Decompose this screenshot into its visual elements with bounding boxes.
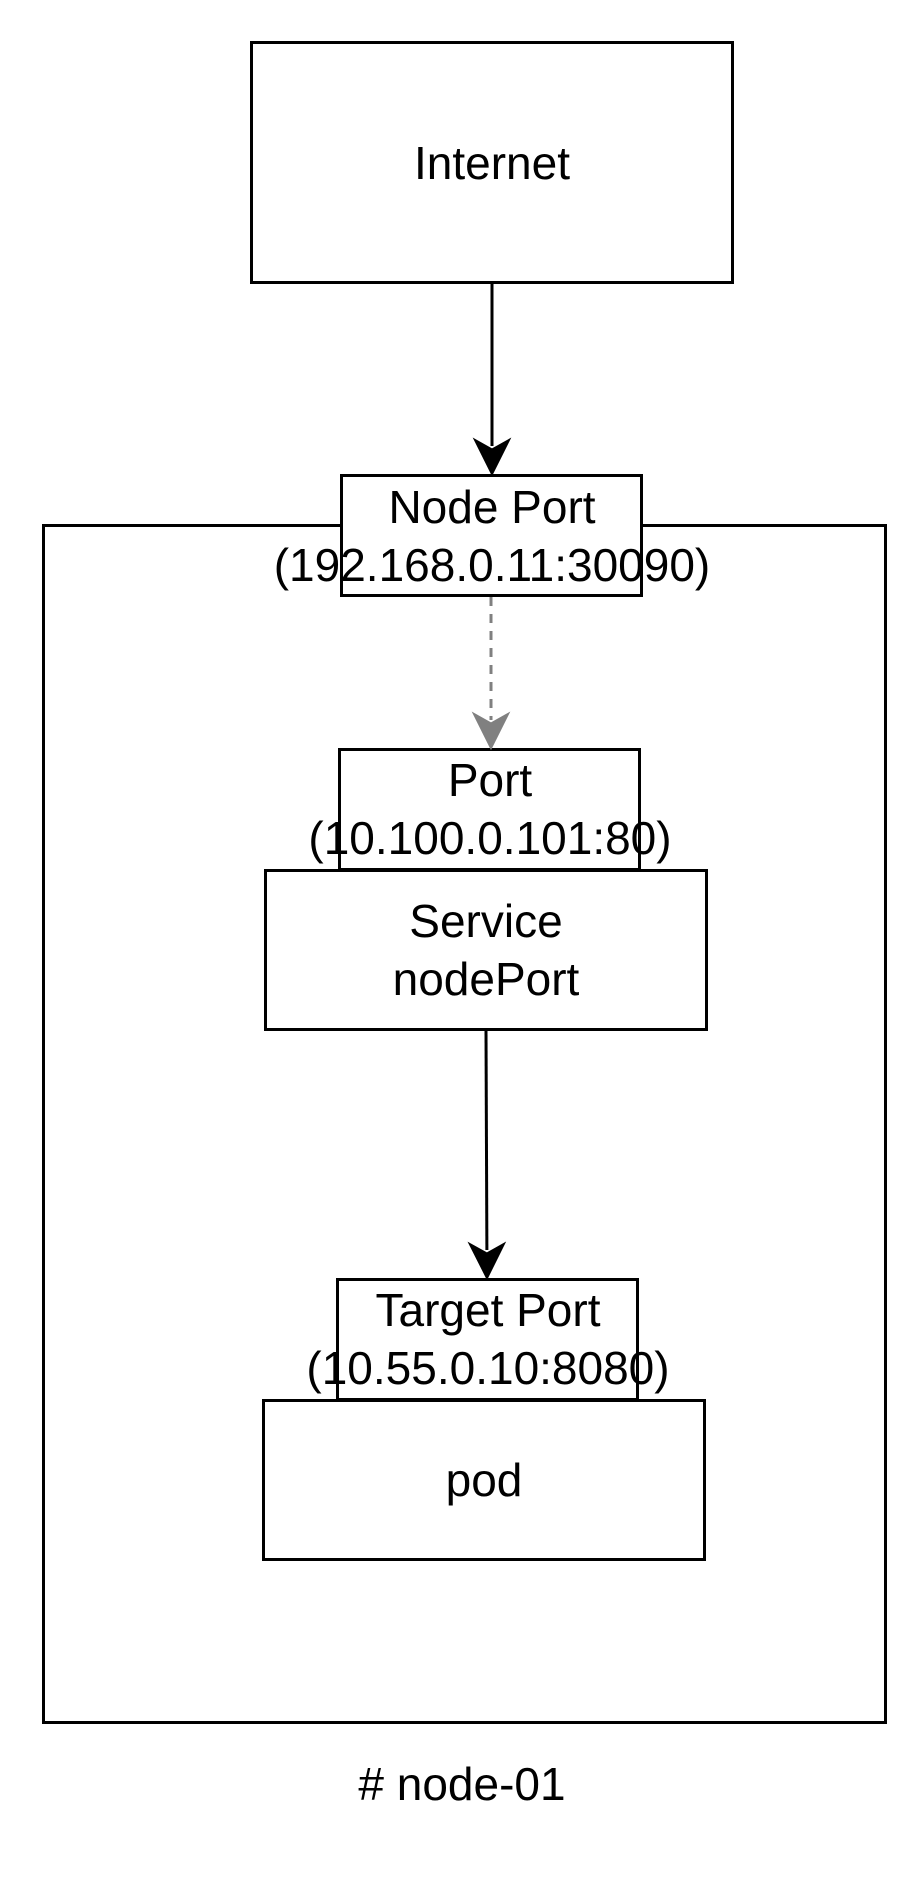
node-01-caption-text: # node-01 (358, 1758, 566, 1810)
target-port-text-line1: Target Port (375, 1284, 601, 1336)
internet-text: Internet (414, 136, 570, 189)
service-text-line2: nodePort (392, 953, 580, 1005)
pod-label: pod (262, 1399, 706, 1561)
internet-box (250, 41, 734, 284)
pod-box (262, 1399, 706, 1561)
target-port-box (336, 1278, 639, 1401)
service-box (264, 869, 708, 1031)
port-label: Port (10.100.0.101:80) (190, 751, 790, 867)
pod-text: pod (445, 1454, 523, 1506)
service-label: Service nodePort (264, 869, 708, 1031)
node-port-text-line2: (192.168.0.11:30090) (273, 539, 711, 591)
edge-service-to-target_port (484, 1030, 489, 1251)
port-text-line1: Port (447, 754, 533, 806)
service-text-line1: Service (409, 895, 563, 947)
node-01-caption: # node-01 (262, 1755, 662, 1813)
arrowhead-service-to-target_port (467, 1241, 507, 1281)
node-port-label: Node Port (192.168.0.11:30090) (192, 478, 792, 594)
target-port-label: Target Port (10.55.0.10:8080) (188, 1281, 788, 1397)
arrowhead-node_port-to-port (471, 711, 511, 751)
internet-label: Internet (250, 41, 734, 284)
node-port-text-line1: Node Port (388, 481, 596, 533)
arrowhead-internet-to-node_port (472, 437, 512, 477)
port-text-line2: (10.100.0.101:80) (308, 812, 672, 864)
target-port-text-line2: (10.55.0.10:8080) (306, 1342, 670, 1394)
node-port-box (340, 474, 643, 597)
